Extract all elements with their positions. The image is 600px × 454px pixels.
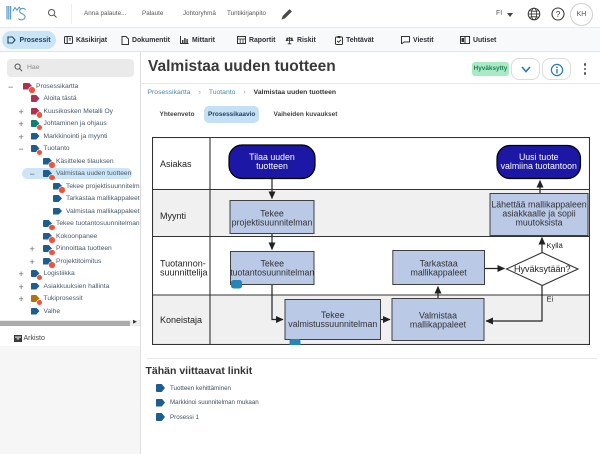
svg-text:Hyväksytään?: Hyväksytään? (514, 264, 571, 274)
svg-text:valmiina tuotantoon: valmiina tuotantoon (501, 161, 577, 171)
svg-text:Tekee: Tekee (321, 310, 345, 320)
svg-text:mallikappaleet: mallikappaleet (411, 267, 468, 277)
svg-text:Myynti: Myynti (160, 211, 186, 221)
svg-text:Tarkastaa: Tarkastaa (420, 258, 458, 268)
svg-text:Tekee: Tekee (260, 208, 284, 218)
svg-text:Uusi tuote: Uusi tuote (519, 152, 559, 162)
svg-text:Asiakas: Asiakas (160, 159, 192, 169)
svg-text:tuotantosuunnitelman: tuotantosuunnitelman (230, 267, 314, 277)
svg-text:?: ? (556, 9, 561, 19)
svg-text:mallikappaleet: mallikappaleet (410, 319, 467, 329)
svg-text:Tilaa uuden: Tilaa uuden (249, 152, 295, 162)
svg-text:Lähettää mallikappaleen: Lähettää mallikappaleen (491, 199, 586, 209)
svg-text:Kyllä: Kyllä (547, 241, 564, 250)
svg-text:Tekee: Tekee (261, 258, 285, 268)
svg-text:valmistussuunnitelman: valmistussuunnitelman (288, 319, 377, 329)
svg-text:Koneistaja: Koneistaja (160, 315, 202, 325)
svg-text:suunnittelija: suunnittelija (160, 267, 208, 277)
svg-text:Ei: Ei (547, 294, 554, 303)
svg-text:tuotteen: tuotteen (256, 161, 288, 171)
svg-text:Tuotannon-: Tuotannon- (160, 258, 206, 268)
svg-text:Valmistaa: Valmistaa (419, 310, 457, 320)
svg-text:projektisuunnitelman: projektisuunnitelman (232, 217, 313, 227)
svg-text:asiakkaalle ja sopii: asiakkaalle ja sopii (502, 208, 575, 218)
svg-text:muutoksista: muutoksista (516, 217, 563, 227)
